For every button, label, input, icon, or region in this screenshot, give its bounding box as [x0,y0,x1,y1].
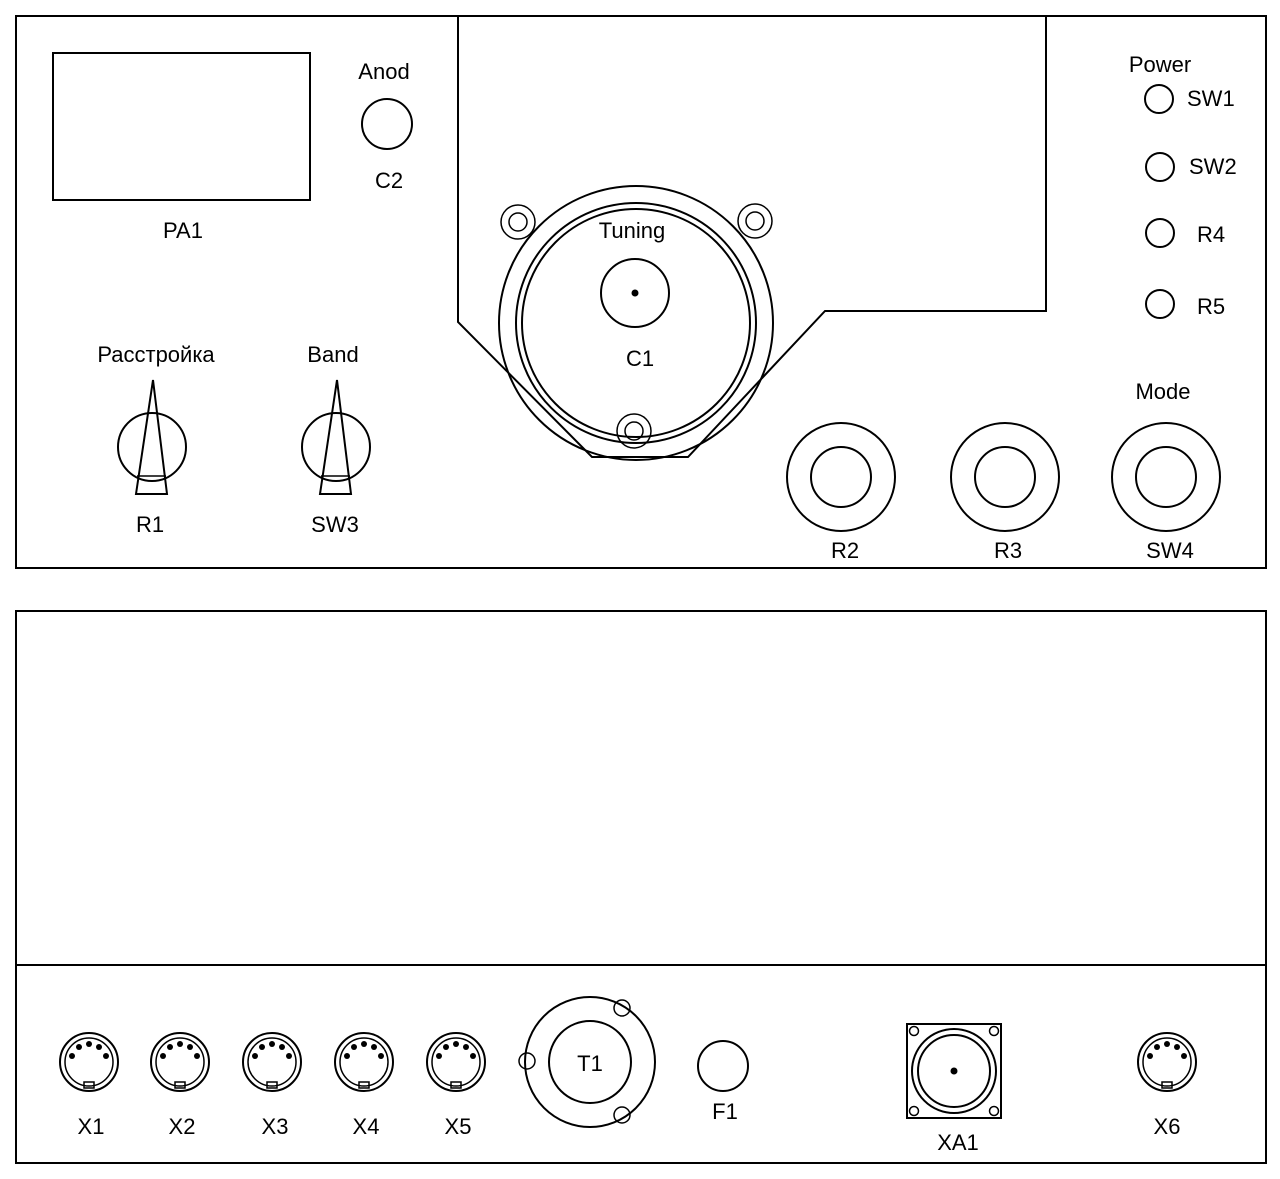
band-knob-sw3[interactable] [301,412,371,482]
rear-panel-outline [15,610,1267,1164]
knob-r3-label: R3 [994,538,1022,563]
anod-title: Anod [358,59,409,84]
knob-r3-outer [950,422,1060,532]
din-connector-x3[interactable] [242,1032,302,1092]
knob-r2-label: R2 [831,538,859,563]
antenna-screw-bl [908,1105,920,1117]
power-r5-label: R5 [1197,294,1225,319]
antenna-screw-br [988,1105,1000,1117]
din-connector-x2-label: X2 [169,1114,196,1139]
antenna-xa1-socket[interactable] [917,1034,991,1108]
antenna-xa1-plate [906,1023,1002,1119]
band-ref-label: SW3 [311,512,359,537]
din-connector-x6[interactable] [1137,1032,1197,1092]
din-connector-x1[interactable] [59,1032,119,1092]
knob-sw4[interactable] [1135,446,1197,508]
antenna-center-pin [950,1067,958,1075]
mount-hole-bottom [624,421,644,441]
mode-title: Mode [1135,379,1190,404]
transformer-mount-hole-bottom [613,1106,631,1124]
transformer-t1-label: T1 [577,1051,603,1076]
power-sw1-switch[interactable] [1144,84,1174,114]
power-title: Power [1129,52,1191,77]
din-connector-x6-label: X6 [1154,1114,1181,1139]
tuning-flange-outer [498,185,774,461]
mount-hole-right-outer [737,203,773,239]
transformer-mount-hole-top [613,999,631,1017]
din-connector-x4-label: X4 [353,1114,380,1139]
transformer-t1[interactable] [548,1020,632,1104]
power-r4-control[interactable] [1145,218,1175,248]
knob-sw4-outer [1111,422,1221,532]
mount-hole-left-outer [500,204,536,240]
transformer-t1-flange [524,996,656,1128]
din-connector-x3-label: X3 [262,1114,289,1139]
detune-title: Расстройка [97,342,215,367]
knob-r2[interactable] [810,446,872,508]
antenna-screw-tl [908,1025,920,1037]
antenna-screw-tr [988,1025,1000,1037]
din-connector-x5[interactable] [426,1032,486,1092]
power-r5-control[interactable] [1145,289,1175,319]
antenna-xa1-label: XA1 [937,1130,979,1155]
tuning-flange-ring [515,202,757,444]
detune-pointer [134,379,169,495]
mount-hole-right [745,211,765,231]
mount-hole-bottom-outer [616,413,652,449]
detune-ref-label: R1 [136,512,164,537]
meter-pa1 [52,52,311,201]
anod-knob-c2[interactable] [361,98,413,150]
transformer-mount-hole-left [518,1052,536,1070]
knob-sw4-label: SW4 [1146,538,1194,563]
front-panel-outline [15,15,1267,569]
din-connector-x5-label: X5 [445,1114,472,1139]
tuning-flange-inner [521,208,751,438]
tuning-shaft-dot [631,289,639,297]
capacitor-enclosure [457,16,1047,458]
anod-ref-label: C2 [375,168,403,193]
knob-r3[interactable] [974,446,1036,508]
tuning-ref-label: C1 [626,346,654,371]
band-pointer [318,379,353,495]
tuning-knob-c1[interactable] [600,258,670,328]
fuse-holder-f1[interactable] [697,1040,749,1092]
power-r4-label: R4 [1197,222,1225,247]
din-connector-x4[interactable] [334,1032,394,1092]
power-sw2-label: SW2 [1189,154,1237,179]
power-sw2-switch[interactable] [1145,152,1175,182]
fuse-f1-label: F1 [712,1099,738,1124]
band-title: Band [307,342,358,367]
tuning-title: Tuning [599,218,665,243]
mount-hole-left [508,212,528,232]
antenna-xa1-outer [911,1028,997,1114]
knob-r2-outer [786,422,896,532]
meter-pa1-label: PA1 [163,218,203,243]
power-sw1-label: SW1 [1187,86,1235,111]
detune-knob-r1[interactable] [117,412,187,482]
din-connector-x2[interactable] [150,1032,210,1092]
din-connector-x1-label: X1 [78,1114,105,1139]
